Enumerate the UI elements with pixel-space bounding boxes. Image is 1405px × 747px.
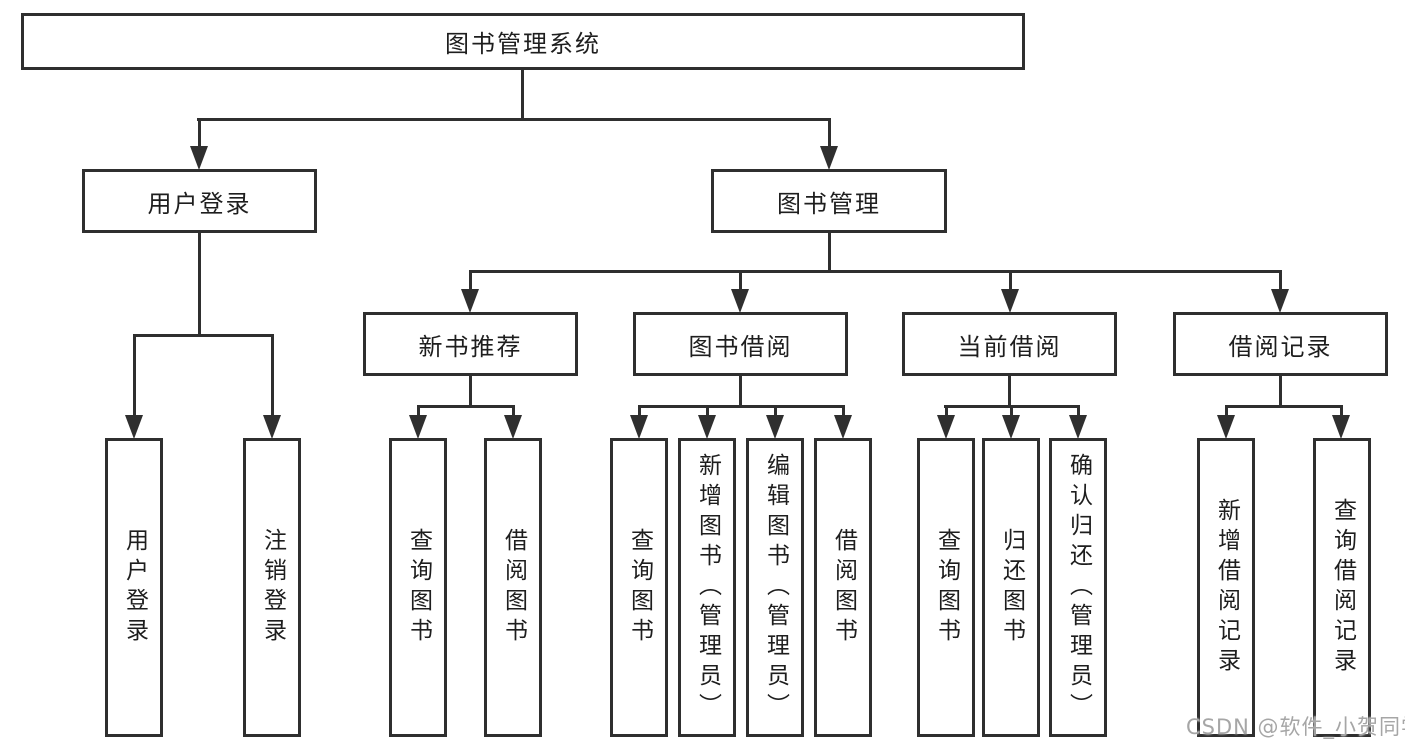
arrow-borrow-records <box>1271 289 1289 313</box>
edge-stem-borrow-recommend <box>512 405 515 417</box>
edge-current-trunk <box>1008 376 1011 408</box>
edge-book-management-trunk <box>828 233 831 273</box>
edge-stem-query-record <box>1340 405 1343 417</box>
arrow-add-books <box>698 415 716 439</box>
edge-borrowing-trunk <box>739 376 742 408</box>
arrow-query-record <box>1332 415 1350 439</box>
edge-stem-query-recommend <box>417 405 420 417</box>
edge-stem-confirm-return <box>1077 405 1080 417</box>
leaf-return-books: 归还图书 <box>982 438 1040 737</box>
edge-stem-add-books <box>706 405 709 417</box>
edge-stem-borrow-books <box>842 405 845 417</box>
edge-stem-leaf-user-login <box>133 334 136 417</box>
edge-stem-user-login <box>198 118 201 150</box>
node-new-book-recommend: 新书推荐 <box>363 312 578 376</box>
arrow-query-recommend <box>409 415 427 439</box>
node-borrow-records: 借阅记录 <box>1173 312 1388 376</box>
edge-records-bar <box>1225 405 1343 408</box>
edge-stem-book-borrowing <box>739 270 742 292</box>
edge-stem-edit-books <box>774 405 777 417</box>
leaf-query-books-recommend: 查询图书 <box>389 438 447 737</box>
leaf-user-login: 用户登录 <box>105 438 163 737</box>
edge-root-trunk <box>521 70 524 120</box>
arrow-new-book-recommend <box>461 289 479 313</box>
edge-stem-query-current <box>945 405 948 417</box>
edge-root-bar <box>197 118 831 121</box>
leaf-query-books-borrowing: 查询图书 <box>610 438 668 737</box>
arrow-leaf-logout <box>263 415 281 439</box>
leaf-add-books-admin: 新增图书（管理员） <box>678 438 736 737</box>
edge-book-management-bar <box>469 270 1282 273</box>
node-user-login: 用户登录 <box>82 169 317 233</box>
edge-stem-leaf-logout <box>271 334 274 417</box>
arrow-confirm-return <box>1069 415 1087 439</box>
leaf-query-borrow-record: 查询借阅记录 <box>1313 438 1371 737</box>
leaf-borrow-books-recommend: 借阅图书 <box>484 438 542 737</box>
arrow-query-borrowing <box>630 415 648 439</box>
arrow-borrow-recommend <box>504 415 522 439</box>
edge-stem-query-borrowing <box>638 405 641 417</box>
arrow-query-current <box>937 415 955 439</box>
leaf-borrow-books: 借阅图书 <box>814 438 872 737</box>
arrow-add-record <box>1217 415 1235 439</box>
edge-user-login-bar <box>133 334 274 337</box>
arrow-edit-books <box>766 415 784 439</box>
leaf-edit-books-admin: 编辑图书（管理员） <box>746 438 804 737</box>
edge-stem-borrow-records <box>1279 270 1282 292</box>
arrow-current-borrowing <box>1001 289 1019 313</box>
edge-recommend-bar <box>417 405 515 408</box>
edge-stem-return-books <box>1010 405 1013 417</box>
node-current-borrowing: 当前借阅 <box>902 312 1117 376</box>
edge-recommend-trunk <box>469 376 472 408</box>
edge-stem-current-borrowing <box>1009 270 1012 292</box>
node-book-borrowing: 图书借阅 <box>633 312 848 376</box>
arrow-return-books <box>1002 415 1020 439</box>
csdn-watermark: CSDN @软件_小贺同学 <box>1186 715 1405 739</box>
leaf-logout: 注销登录 <box>243 438 301 737</box>
leaf-add-borrow-record: 新增借阅记录 <box>1197 438 1255 737</box>
edge-stem-new-book-recommend <box>469 270 472 292</box>
arrow-book-borrowing <box>731 289 749 313</box>
leaf-query-books-current: 查询图书 <box>917 438 975 737</box>
edge-borrowing-bar <box>638 405 845 408</box>
edge-records-trunk <box>1279 376 1282 408</box>
arrow-borrow-books <box>834 415 852 439</box>
arrow-user-login <box>190 146 208 170</box>
leaf-confirm-return-admin: 确认归还（管理员） <box>1049 438 1107 737</box>
arrow-book-management <box>820 146 838 170</box>
edge-user-login-trunk <box>198 233 201 337</box>
arrow-leaf-user-login <box>125 415 143 439</box>
edge-stem-add-record <box>1225 405 1228 417</box>
edge-stem-book-management <box>828 118 831 150</box>
node-book-management: 图书管理 <box>711 169 947 233</box>
node-root: 图书管理系统 <box>21 13 1025 70</box>
